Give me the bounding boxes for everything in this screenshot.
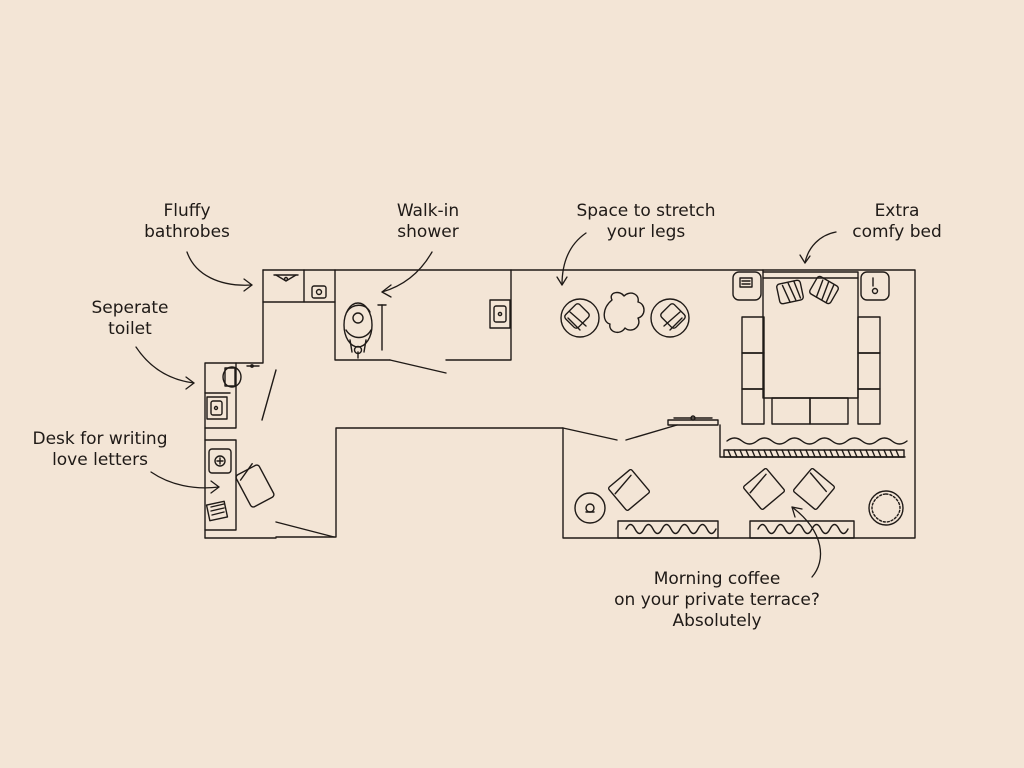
nightstand-icon xyxy=(732,271,762,301)
side-table-icon xyxy=(603,291,645,334)
label-desk: Desk for writing love letters xyxy=(20,429,180,471)
label-toilet: Seperate toilet xyxy=(70,298,190,340)
pillow-icon xyxy=(776,279,804,305)
coffee-table-icon xyxy=(574,492,606,524)
bench-icon xyxy=(749,520,855,539)
label-bathrobes-line1: Fluffy xyxy=(163,201,211,221)
sideboard-icon xyxy=(667,415,719,426)
bed-icon xyxy=(741,271,881,425)
label-terrace-line3: Absolutely xyxy=(672,611,762,631)
armchair-icon xyxy=(650,298,690,338)
arrow-toilet xyxy=(135,346,195,390)
label-bathrobes-line2: bathrobes xyxy=(144,222,230,242)
arrow-desk xyxy=(150,471,220,494)
hanger-icon xyxy=(273,274,299,282)
label-bed: Extra comfy bed xyxy=(836,201,958,243)
toilet-icon xyxy=(222,364,260,388)
label-bed-line2: comfy bed xyxy=(852,222,942,242)
furniture xyxy=(205,271,908,539)
label-terrace: Morning coffee on your private terrace? … xyxy=(600,569,834,632)
label-toilet-line1: Seperate xyxy=(91,298,169,318)
wave-line xyxy=(726,437,908,445)
sink-icon xyxy=(206,396,228,420)
arrow-bathrobes xyxy=(186,251,253,292)
label-stretch: Space to stretch your legs xyxy=(556,201,736,243)
pillow-icon xyxy=(809,275,839,305)
label-stretch-line1: Space to stretch xyxy=(576,201,716,221)
label-stretch-line2: your legs xyxy=(606,222,686,242)
planter-icon xyxy=(723,449,905,458)
label-shower: Walk-in shower xyxy=(370,201,486,243)
arrow-terrace xyxy=(791,506,822,578)
terrace-chair-icon xyxy=(792,467,836,511)
plant-pot-icon xyxy=(868,490,904,526)
label-shower-line1: Walk-in xyxy=(396,201,460,221)
desk-chair-icon xyxy=(235,463,275,508)
label-bed-line1: Extra xyxy=(874,201,920,221)
label-shower-line2: shower xyxy=(397,222,459,242)
safe-icon xyxy=(311,285,327,299)
arrow-shower xyxy=(381,251,433,298)
label-terrace-line2: on your private terrace? xyxy=(614,590,820,610)
label-desk-line2: love letters xyxy=(52,450,148,470)
label-terrace-line1: Morning coffee xyxy=(653,569,781,589)
armchair-icon xyxy=(560,298,600,338)
arrow-stretch xyxy=(556,232,587,286)
label-desk-line1: Desk for writing xyxy=(32,429,168,449)
terrace-chair-icon xyxy=(607,468,651,512)
coffee-machine-icon xyxy=(208,448,232,474)
laptop-icon xyxy=(205,500,229,522)
label-bathrobes: Fluffy bathrobes xyxy=(122,201,252,243)
walls xyxy=(204,269,916,539)
label-toilet-line2: toilet xyxy=(108,319,152,339)
bench-icon xyxy=(617,520,719,539)
arrow-bed xyxy=(799,231,837,264)
terrace-chair-icon xyxy=(742,467,786,511)
sink-icon xyxy=(489,299,511,329)
shower-icon xyxy=(343,302,387,359)
nightstand-icon xyxy=(860,271,890,301)
annotation-arrows xyxy=(135,231,837,578)
